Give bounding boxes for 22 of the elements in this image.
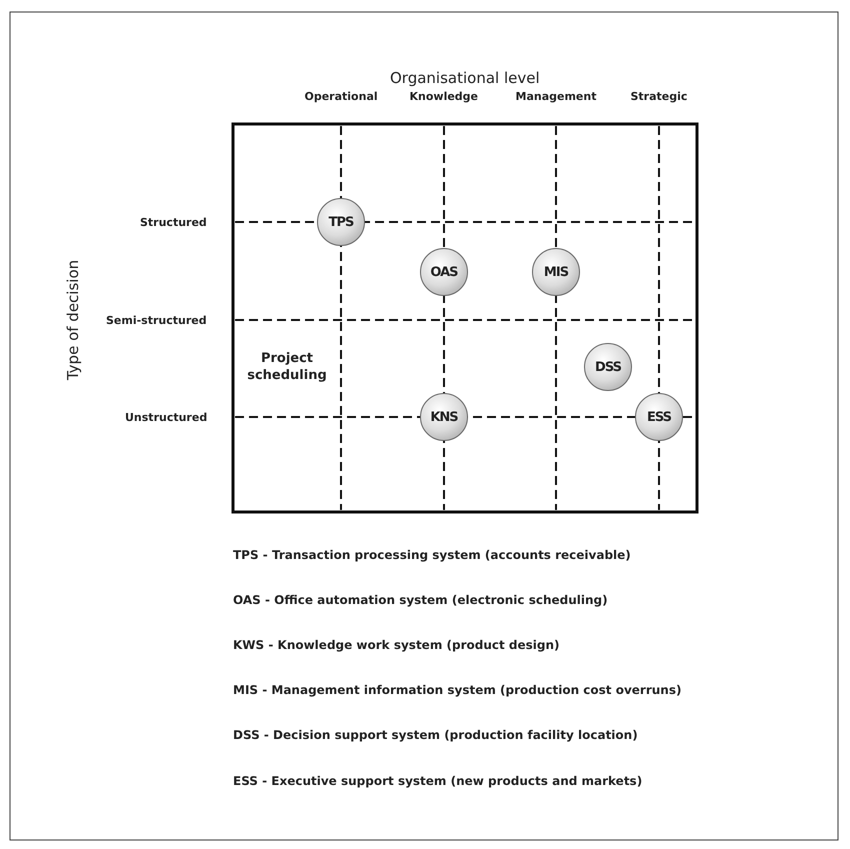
column-label: Management — [516, 90, 596, 102]
system-bubble: KNS — [420, 393, 468, 441]
system-bubble: TPS — [317, 198, 365, 246]
row-label: Structured — [140, 216, 207, 228]
legend-line: KWS - Knowledge work system (product design) — [233, 638, 560, 652]
system-bubble: MIS — [532, 248, 580, 296]
legend-line: ESS - Executive support system (new products and markets) — [233, 774, 642, 788]
system-bubble: DSS — [584, 343, 632, 391]
region-label: Project scheduling — [246, 350, 328, 385]
legend-line: OAS - Office automation system (electronic scheduling) — [233, 593, 608, 607]
column-label: Knowledge — [410, 90, 478, 102]
legend-line: MIS - Management information system (production cost overruns) — [233, 683, 682, 697]
legend-line: DSS - Decision support system (production facility location) — [233, 728, 638, 742]
system-bubble: OAS — [420, 248, 468, 296]
axis-title: Organisational level — [390, 69, 540, 87]
axis-title: Type of decision — [64, 260, 82, 380]
row-label: Unstructured — [125, 410, 208, 424]
legend-line: TPS - Transaction processing system (accounts receivable) — [233, 548, 631, 562]
system-bubble: ESS — [635, 393, 683, 441]
column-label: Operational — [304, 90, 378, 102]
row-label: Semi-structured — [106, 314, 207, 326]
column-label: Strategic — [630, 90, 688, 102]
